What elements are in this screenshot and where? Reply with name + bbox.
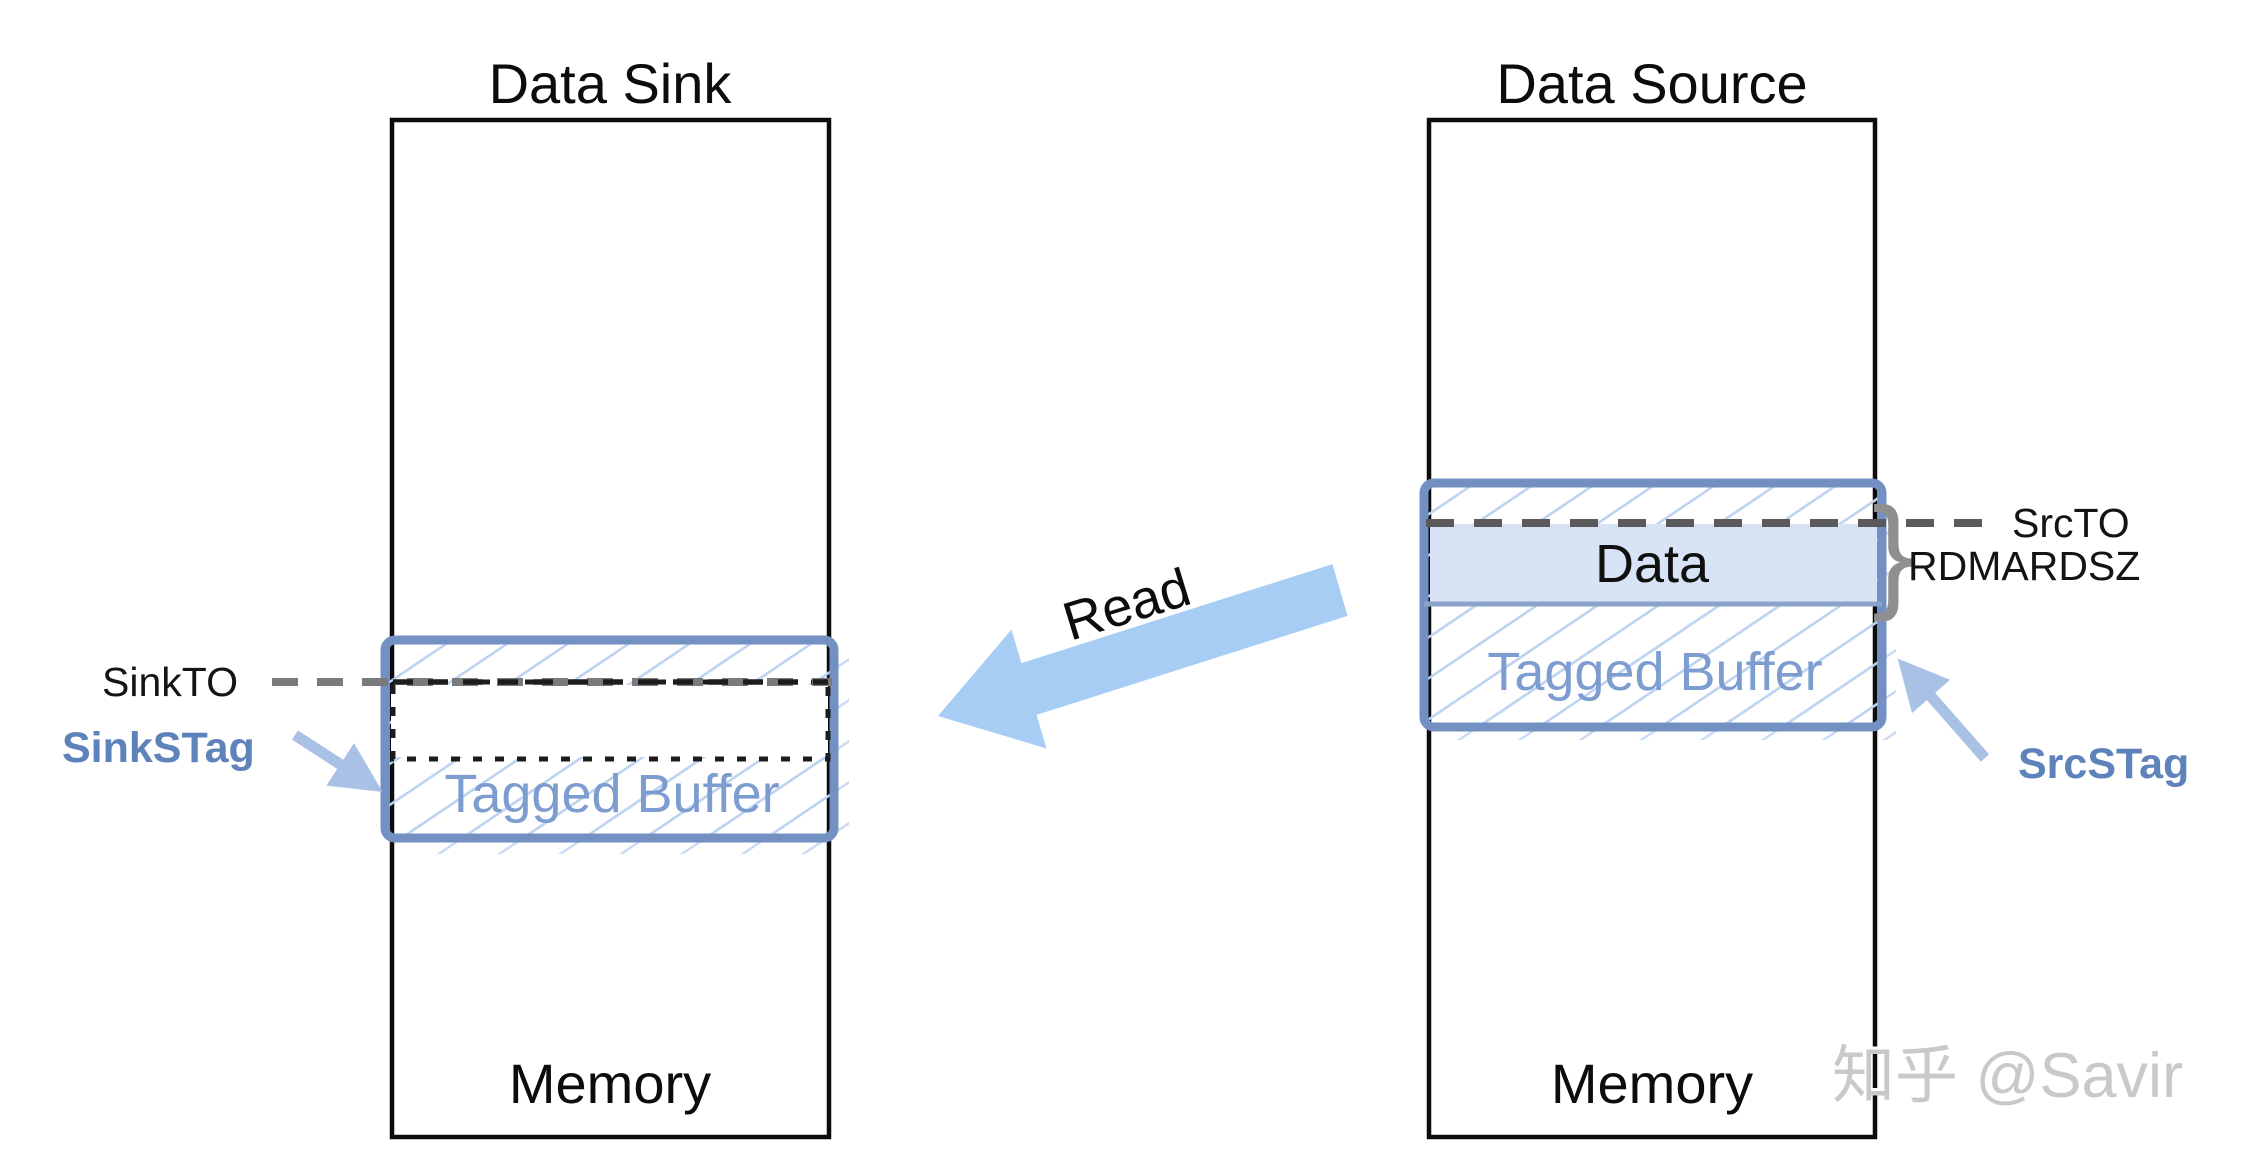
sink-tagged-buffer-label: Tagged Buffer — [444, 764, 779, 824]
source-memory-label: Memory — [1551, 1052, 1753, 1115]
src-stag-label: SrcSTag — [2018, 740, 2189, 788]
sink-to-label: SinkTO — [102, 659, 238, 705]
sink-memory-rect — [389, 117, 832, 1140]
src-stag-arrow — [1897, 658, 1990, 762]
sink-memory-label: Memory — [509, 1052, 711, 1115]
rdmardsz-label: RDMARDSZ — [1908, 543, 2140, 589]
source-data-region — [1430, 524, 1877, 603]
data-source-title: Data Source — [1496, 52, 1807, 115]
rdmardsz-brace: } — [1872, 481, 1914, 622]
source-data-label: Data — [1595, 534, 1710, 594]
sink-stag-arrow — [292, 730, 383, 792]
source-tagged-buffer-label: Tagged Buffer — [1487, 642, 1822, 702]
src-to-label: SrcTO — [2012, 500, 2130, 546]
watermark-back: 知乎 @Savir — [1829, 1038, 2180, 1108]
read-arrow — [938, 564, 1348, 749]
data-sink-title: Data Sink — [489, 52, 733, 115]
sink-dotted-rect — [390, 679, 831, 762]
sink-landing-region — [391, 685, 828, 757]
sink-stag-label: SinkSTag — [62, 724, 255, 772]
watermark: 知乎 @Savir — [1832, 1041, 2183, 1111]
